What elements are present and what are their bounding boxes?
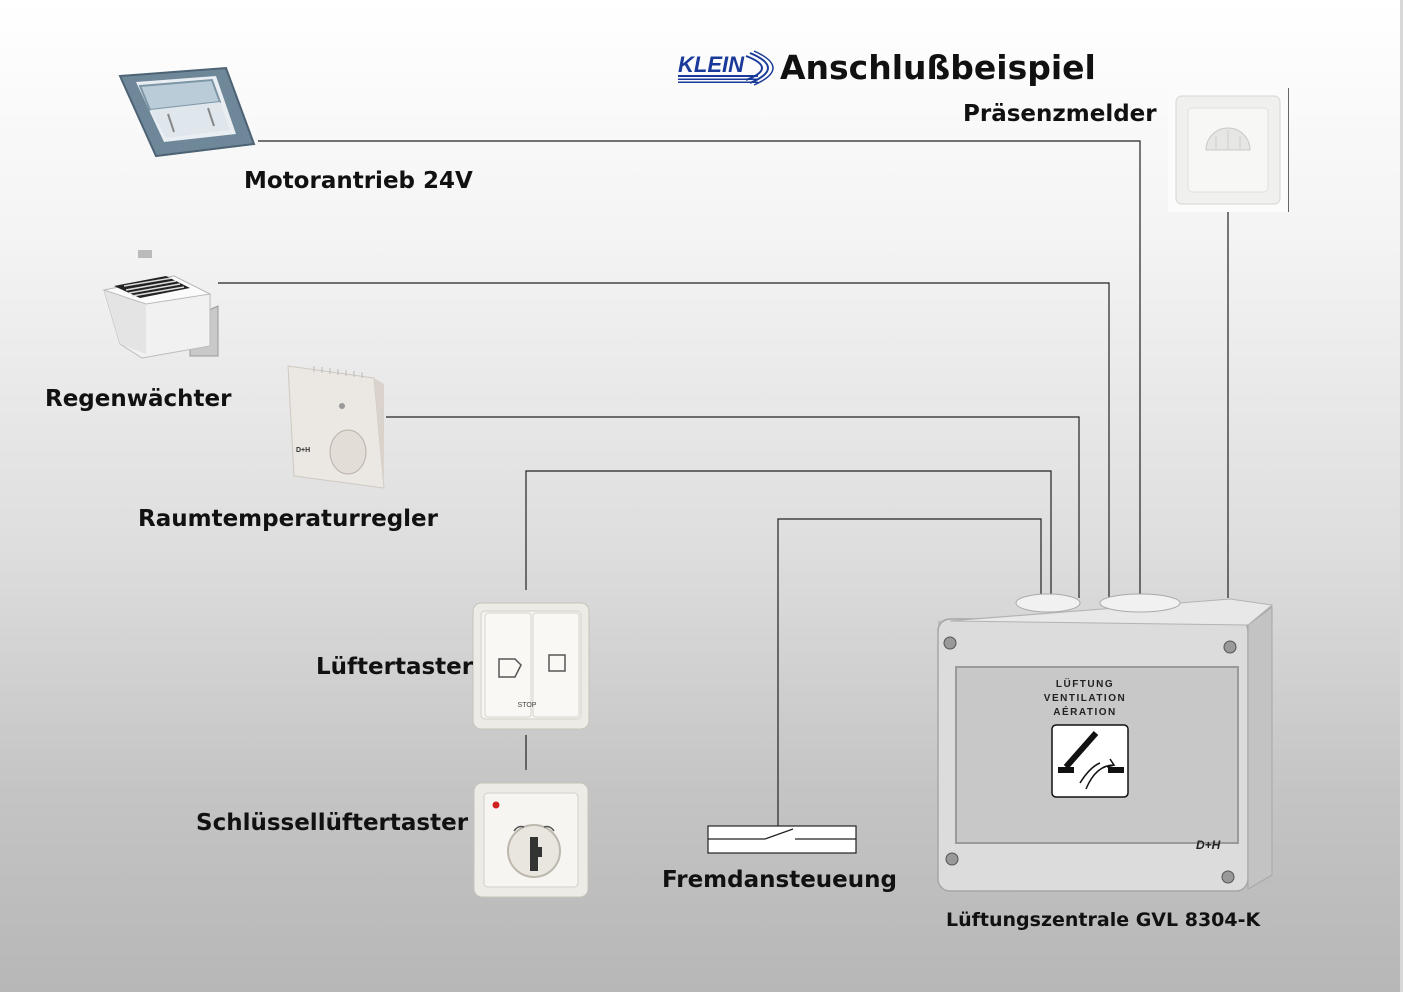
frame-edge — [1400, 0, 1403, 992]
klein-logo: KLEIN — [678, 50, 774, 86]
external-switch-symbol — [707, 825, 857, 854]
window-closed-icon — [548, 654, 566, 672]
wire-external — [777, 518, 1042, 832]
ventilation-symbol-icon — [1051, 724, 1129, 798]
key-switch-icon[interactable] — [472, 781, 590, 899]
wire-thermostat — [386, 416, 1080, 598]
rain-label: Regenwächter — [45, 386, 232, 412]
fan-button-icon[interactable]: STOP — [471, 601, 591, 731]
motor-label: Motorantrieb 24V — [244, 168, 473, 194]
wire-fan-button — [525, 470, 1052, 598]
fan-button-label: Lüftertaster — [316, 654, 474, 680]
wire-rain — [218, 282, 1110, 598]
presence-label: Präsenzmelder — [963, 101, 1157, 127]
thermostat-label: Raumtemperaturregler — [138, 506, 438, 532]
external-label: Fremdansteueung — [662, 867, 897, 893]
panel-line-3: AÉRATION — [1053, 705, 1116, 718]
presence-detector-icon — [1168, 88, 1289, 212]
central-label: Lüftungszentrale GVL 8304-K — [946, 909, 1261, 931]
key-switch-label: Schlüssellüftertaster — [196, 810, 469, 836]
page-title: Anschlußbeispiel — [780, 48, 1096, 87]
thermostat-icon: D+H — [287, 365, 385, 489]
window-open-icon — [498, 658, 522, 678]
wire-motor — [258, 140, 1141, 598]
central-brand: D+H — [1196, 838, 1221, 852]
ventilation-central-unit: LÜFTUNG VENTILATION AÉRATION D+H — [937, 593, 1274, 893]
roof-window-icon — [118, 66, 256, 158]
panel-line-2: VENTILATION — [1044, 693, 1126, 704]
panel-line-1: LÜFTUNG — [1056, 677, 1114, 690]
stop-marking: STOP — [518, 702, 537, 709]
key-icon — [530, 837, 542, 871]
klein-logo-text: KLEIN — [678, 52, 745, 77]
rain-sensor-icon — [102, 250, 219, 359]
thermostat-brand: D+H — [296, 447, 310, 454]
